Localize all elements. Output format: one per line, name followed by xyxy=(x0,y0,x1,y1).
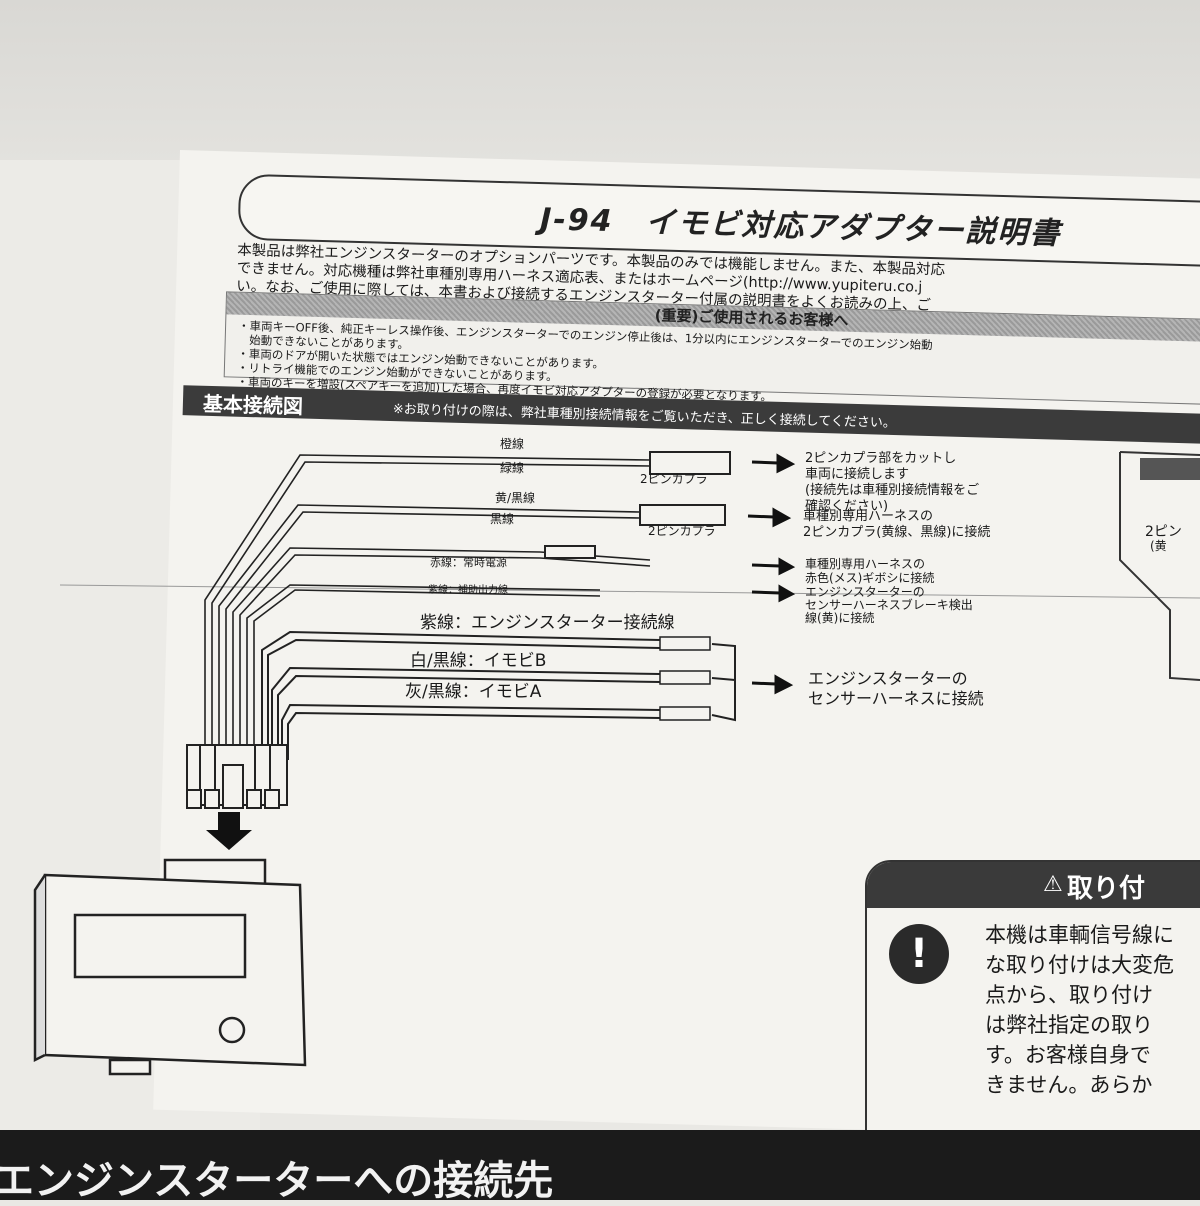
target-5-line: センサーハーネスに接続 xyxy=(808,689,984,708)
adapter-module xyxy=(33,858,307,1076)
warning-text: 本機は車輌信号線に な取り付けは大変危 点から、取り付け は弊社指定の取り す。… xyxy=(985,920,1174,1100)
module-led-icon xyxy=(218,1016,246,1044)
warning-line: 点から、取り付け xyxy=(985,983,1153,1007)
label-coupler-1: 2ピンカプラ xyxy=(640,472,708,486)
side-label: 2ピン xyxy=(1145,524,1182,540)
terminal-bracket xyxy=(711,643,736,722)
target-4-line: 線(黄)に接続 xyxy=(805,610,874,625)
arrows xyxy=(747,453,796,695)
side-box xyxy=(1119,451,1200,681)
footer-bar xyxy=(0,1130,1200,1200)
wire-purple-aux-path xyxy=(246,584,601,760)
main-connector xyxy=(186,744,288,809)
terminal-white-black xyxy=(659,670,711,685)
warning-line: 本機は車輌信号線に xyxy=(985,923,1174,947)
warning-line: きません。あらか xyxy=(985,1073,1153,1097)
target-4-line: エンジンスターターの xyxy=(805,585,925,599)
target-labels: 2ピンカプラ部をカットし 車両に接続します (接続先は車種別接続情報をご 確認く… xyxy=(803,451,990,708)
footer-title: エンジンスターターへの接続先 xyxy=(0,1158,554,1204)
module-tab xyxy=(108,1058,152,1076)
coupler-yellow-black xyxy=(639,504,726,526)
couplers xyxy=(544,451,731,559)
label-yellow-black: 黄/黒線 xyxy=(495,490,535,505)
upper-wires xyxy=(204,454,651,760)
terminal-purple xyxy=(659,636,711,651)
coupler-orange-green xyxy=(649,451,731,475)
side-label-2: (黄 xyxy=(1150,539,1167,553)
target-1-line: 確認ください) xyxy=(805,498,888,514)
label-gray-black: 灰/黒線：イモビA xyxy=(405,682,542,702)
target-1-line: 車両に接続します xyxy=(805,466,909,482)
warning-line: な取り付けは大変危 xyxy=(985,953,1174,977)
label-black: 黒線 xyxy=(490,511,514,526)
wire-orange-path xyxy=(204,454,651,760)
connector-red xyxy=(544,545,596,559)
label-purple-start: 紫線：エンジンスターター接続線 xyxy=(420,613,675,633)
warning-triangle-icon: ⚠ xyxy=(1043,872,1063,897)
label-green: 緑線 xyxy=(500,460,524,475)
warning-line: は弊社指定の取り xyxy=(985,1013,1153,1037)
warning-title: 取り付 xyxy=(1067,874,1146,904)
warning-line: す。お客様自身で xyxy=(985,1043,1151,1067)
down-arrow-icon xyxy=(206,812,252,850)
terminal-gray-black xyxy=(659,706,711,721)
target-3-line: 赤色(メス)ギボシに接続 xyxy=(805,570,934,585)
target-4-line: センサーハーネスブレーキ検出 xyxy=(805,597,973,612)
lower-wires xyxy=(261,630,661,760)
target-1-line: 2ピンカプラ部をカットし xyxy=(805,451,956,466)
side-box-header xyxy=(1140,458,1200,480)
wire-labels: 橙線 緑線 黄/黒線 黒線 赤線：常時電源 紫線：補助出力線 紫線：エンジンスタ… xyxy=(405,436,716,702)
label-purple-aux: 紫線：補助出力線 xyxy=(428,583,508,596)
target-5-line: エンジンスターターの xyxy=(808,669,968,688)
target-1-line: (接続先は車種別接続情報をご xyxy=(805,482,979,498)
exclamation-icon: ! xyxy=(889,924,949,984)
target-2-line: 2ピンカプラ(黄線、黒線)に接続 xyxy=(803,524,990,540)
wire-yellow-black-path xyxy=(218,504,641,760)
label-orange: 橙線 xyxy=(500,436,524,451)
label-coupler-2: 2ピンカプラ xyxy=(648,524,716,538)
target-3-line: 車種別専用ハーネスの xyxy=(805,557,925,571)
warning-box: ⚠ 取り付 ! 本機は車輌信号線に な取り付けは大変危 点から、取り付け は弊社… xyxy=(865,860,1200,1164)
guide-line xyxy=(59,584,1200,599)
warning-header: ⚠ 取り付 xyxy=(867,862,1200,908)
module-label-area xyxy=(73,913,247,979)
terminals xyxy=(659,636,711,721)
label-white-black: 白/黒線：イモビB xyxy=(410,651,546,671)
target-2-line: 車種別専用ハーネスの xyxy=(803,508,933,524)
label-red: 赤線：常時電源 xyxy=(430,555,507,569)
